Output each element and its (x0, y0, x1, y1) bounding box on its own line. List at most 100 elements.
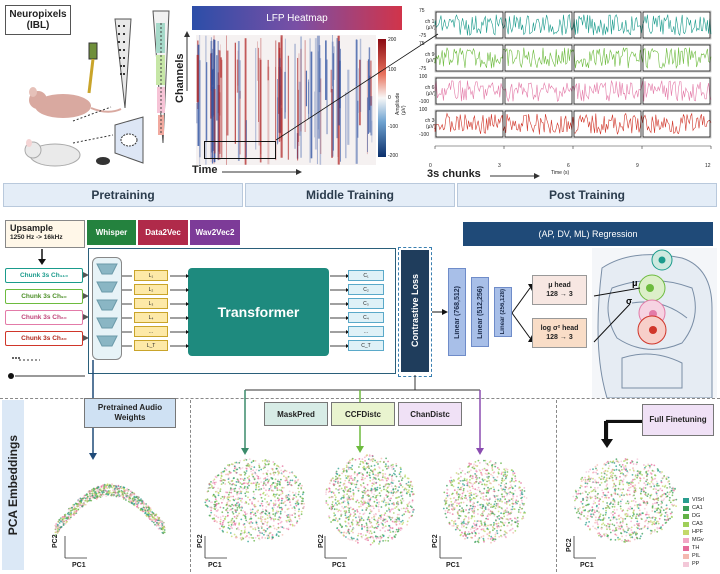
pca-point (451, 508, 453, 510)
pca-point (345, 516, 348, 519)
pca-point (478, 477, 481, 479)
pca-point (623, 540, 626, 543)
pca-point (619, 475, 621, 478)
pca-point (365, 534, 367, 537)
pca-point (361, 523, 363, 526)
pca-point (636, 506, 639, 508)
pca-point (383, 514, 386, 516)
pca-point (87, 495, 89, 498)
pca-point (450, 476, 452, 479)
pca-point (280, 478, 282, 481)
pca-point (371, 526, 374, 528)
pca-point (352, 531, 354, 534)
legend-item: VISrl (683, 496, 717, 504)
pca-point (486, 469, 489, 472)
pca-point (625, 534, 628, 537)
pca-point (244, 511, 246, 513)
pca-point (629, 540, 631, 543)
pca-point (468, 492, 471, 495)
pca-point (162, 522, 165, 524)
pca-point (610, 493, 613, 496)
pca-point (446, 488, 449, 491)
pca-point (657, 522, 660, 525)
pca-point (482, 537, 485, 540)
pca-point (610, 516, 613, 519)
pca-point (582, 478, 585, 481)
pca-point (257, 500, 260, 503)
pca-point (213, 486, 215, 489)
pca-point (407, 502, 410, 505)
pca-point (386, 487, 389, 489)
pca-point (216, 503, 219, 505)
pca-point (650, 476, 653, 479)
pca-point (405, 492, 408, 495)
pca-point (519, 511, 522, 514)
pca-point (338, 477, 341, 480)
pca-point (84, 500, 86, 502)
pca-point (377, 517, 380, 519)
latent-box: ... (134, 326, 168, 337)
pca-point (130, 494, 133, 496)
pca-point (255, 469, 258, 471)
pca-point (272, 513, 275, 516)
pca-point (617, 461, 620, 464)
pca-point (646, 511, 648, 514)
pca-point (401, 519, 404, 522)
pca-point (490, 503, 492, 506)
pca-point (500, 482, 503, 484)
pca-point (224, 483, 227, 485)
pca-point (643, 482, 646, 484)
pca-point (613, 529, 615, 532)
pca-point (474, 488, 477, 491)
pca-point (258, 466, 261, 469)
pca-point (629, 515, 631, 518)
pca-point (372, 469, 375, 471)
pca-point (645, 504, 648, 506)
trace-ch110-unit: (µV) (426, 25, 436, 31)
pca-point (136, 504, 139, 506)
pca-point (344, 514, 347, 517)
legend-label: PP (692, 561, 700, 567)
pca-point (373, 539, 375, 542)
pca-point (461, 469, 464, 472)
pca-point (599, 533, 602, 536)
pca-point (612, 468, 615, 471)
pca-point (445, 500, 447, 503)
pca-point (446, 484, 448, 487)
pca-point (236, 536, 238, 539)
pca-point (69, 507, 71, 510)
pca-point (636, 517, 639, 520)
pca-point (102, 493, 105, 496)
pca-point (130, 499, 132, 502)
trace-line (434, 112, 712, 135)
pca-point (617, 536, 619, 539)
pca-point (454, 500, 457, 502)
pca-point (607, 536, 609, 539)
pca-point (613, 524, 616, 527)
pca-point (241, 467, 244, 469)
pca-point (259, 493, 262, 496)
pca-point (402, 507, 405, 510)
pca-point (355, 523, 358, 526)
pca-point (601, 535, 603, 538)
pca-point (596, 486, 599, 489)
pca-point (345, 464, 348, 467)
pca-point (478, 532, 480, 535)
pca-point (659, 495, 662, 498)
pca-point (124, 497, 127, 500)
pca-point (263, 533, 265, 536)
legend-swatch (683, 497, 689, 503)
pca-point (663, 486, 666, 488)
pca-point (291, 479, 294, 482)
pca-point (351, 464, 354, 467)
pca-point (348, 475, 351, 477)
pca-point (217, 502, 220, 505)
pca-point (296, 520, 299, 523)
pca-point (221, 521, 224, 524)
pca-point (517, 511, 520, 513)
pca-point (589, 515, 592, 518)
pca-point (497, 517, 499, 520)
pca-point (214, 508, 217, 511)
pca-point (255, 486, 258, 489)
pca-point (601, 467, 604, 470)
